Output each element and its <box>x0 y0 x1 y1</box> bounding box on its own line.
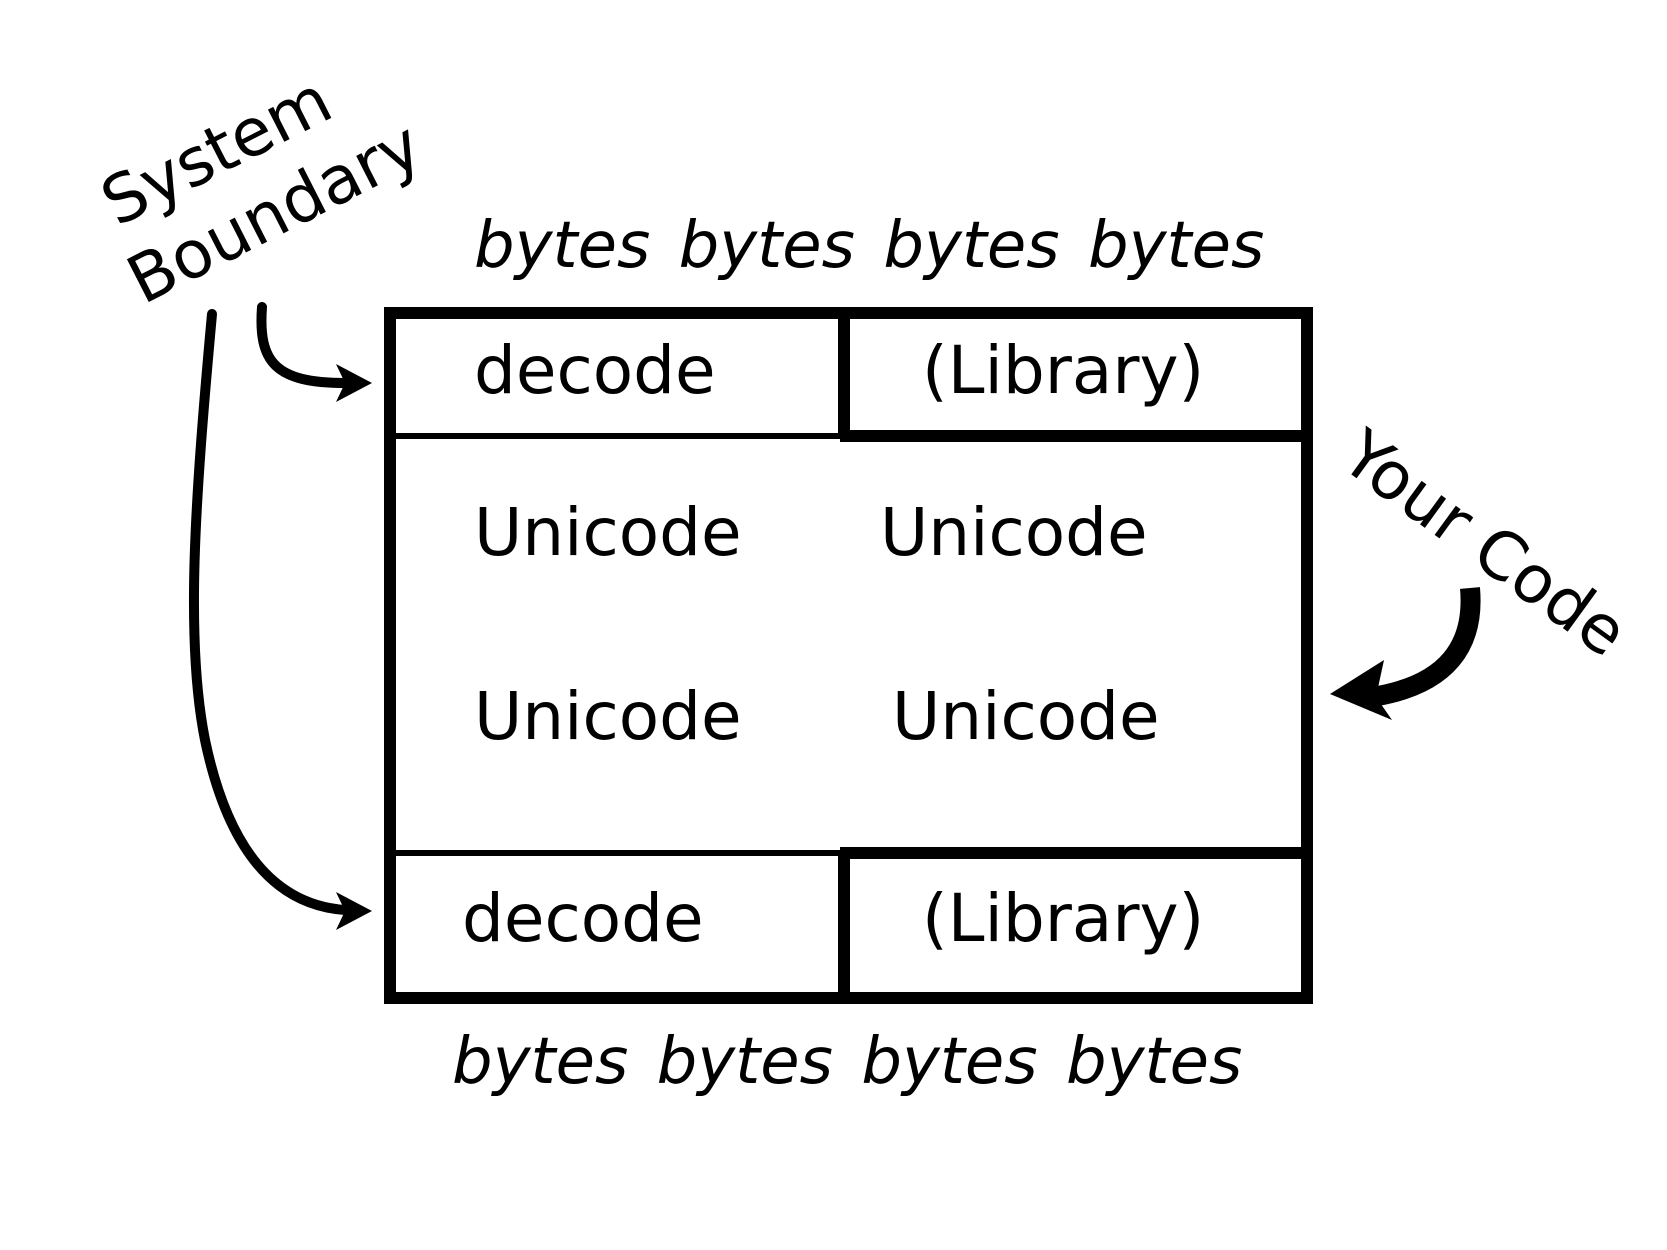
top-decode-label: decode <box>474 332 716 409</box>
arrow-your-code <box>1370 587 1481 707</box>
arrow-your-code-head <box>1330 660 1392 720</box>
unicode-row2-right: Unicode <box>892 678 1160 755</box>
bytes-bottom: bytes bytes bytes bytes <box>452 1025 1243 1099</box>
unicode-row2-left: Unicode <box>474 678 742 755</box>
arrow-to-top-decode-head <box>336 364 372 402</box>
arrow-to-top-decode <box>256 302 350 388</box>
top-library-label: (Library) <box>922 332 1205 409</box>
unicode-row1-left: Unicode <box>474 494 742 571</box>
arrow-to-bottom-decode <box>188 309 350 915</box>
unicode-row1-right: Unicode <box>880 494 1148 571</box>
arrow-to-bottom-decode-head <box>336 892 372 930</box>
bottom-library-label: (Library) <box>922 880 1205 957</box>
bytes-top: bytes bytes bytes bytes <box>474 209 1265 283</box>
bottom-decode-label: decode <box>462 880 704 957</box>
